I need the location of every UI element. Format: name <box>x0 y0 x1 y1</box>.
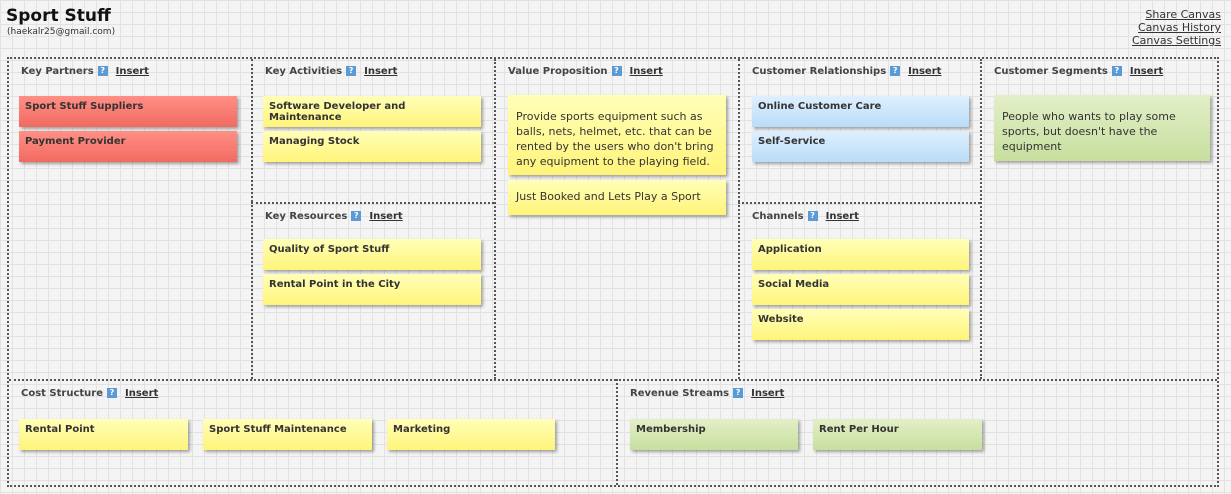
sticky-note[interactable]: Membership <box>630 419 798 450</box>
help-icon[interactable]: ? <box>807 211 818 221</box>
key-resources-header: Key Resources? Insert <box>265 211 403 222</box>
sticky-note[interactable]: Quality of Sport Stuff <box>263 239 481 270</box>
insert-link[interactable]: Insert <box>825 211 859 222</box>
sticky-note[interactable]: Rental Point <box>19 419 188 450</box>
sticky-note[interactable]: Online Customer Care <box>752 96 969 127</box>
sticky-note[interactable]: Application <box>752 239 969 270</box>
share-canvas-link[interactable]: Share Canvas <box>1145 8 1221 21</box>
sticky-note[interactable]: Just Booked and Lets Play a Sport <box>508 180 726 215</box>
cost-structure-section: Cost Structure? Insert Rental Point Sport… <box>9 379 616 485</box>
cost-structure-header: Cost Structure? Insert <box>21 388 158 399</box>
insert-link[interactable]: Insert <box>115 66 149 77</box>
sticky-note[interactable]: Social Media <box>752 274 969 305</box>
customer-relationships-header: Customer Relationships? Insert <box>752 66 941 77</box>
section-title: Value Proposition <box>508 66 608 77</box>
help-icon[interactable]: ? <box>107 388 117 398</box>
sticky-note[interactable]: Sport Stuff Maintenance <box>203 419 372 450</box>
help-icon[interactable]: ? <box>611 66 622 76</box>
customer-segments-header: Customer Segments? Insert <box>994 66 1163 77</box>
sticky-note[interactable]: Self-Service <box>752 131 969 162</box>
insert-link[interactable]: Insert <box>369 211 403 222</box>
help-icon[interactable]: ? <box>351 211 362 221</box>
sticky-note[interactable]: Provide sports equipment such as balls, … <box>508 95 726 175</box>
channels-header: Channels? Insert <box>752 211 859 222</box>
sticky-note[interactable]: Rent Per Hour <box>813 419 982 450</box>
insert-link[interactable]: Insert <box>1129 66 1164 77</box>
insert-link[interactable]: Insert <box>908 66 942 77</box>
insert-link[interactable]: Insert <box>125 388 159 399</box>
sticky-note[interactable]: Managing Stock <box>263 131 481 162</box>
section-title: Customer Segments <box>994 66 1108 77</box>
customer-segments-section: Customer Segments? Insert People who want… <box>980 59 1217 379</box>
key-resources-section: Key Resources? Insert Quality of Sport St… <box>251 202 494 379</box>
channels-section: Channels? Insert Application Social Media… <box>738 202 980 379</box>
section-title: Revenue Streams <box>630 388 730 399</box>
canvas-history-link[interactable]: Canvas History <box>1137 21 1221 34</box>
insert-link[interactable]: Insert <box>751 388 785 399</box>
section-title: Cost Structure <box>21 388 103 399</box>
value-proposition-section: Value Proposition? Insert Provide sports … <box>494 59 738 379</box>
canvas-title: Sport Stuff <box>6 6 111 26</box>
revenue-streams-section: Revenue Streams? Insert Membership Rent P… <box>616 379 1217 485</box>
insert-link[interactable]: Insert <box>364 66 398 77</box>
sticky-note[interactable]: Marketing <box>387 419 555 450</box>
sticky-note[interactable]: Payment Provider <box>19 131 237 162</box>
section-title: Key Resources <box>265 211 348 222</box>
help-icon[interactable]: ? <box>97 66 108 76</box>
key-partners-header: Key Partners? Insert <box>21 66 149 77</box>
insert-link[interactable]: Insert <box>629 66 663 77</box>
sticky-note[interactable]: People who wants to play some sports, bu… <box>994 95 1210 161</box>
help-icon[interactable]: ? <box>733 388 744 398</box>
canvas-settings-link[interactable]: Canvas Settings <box>1132 34 1221 47</box>
revenue-streams-header: Revenue Streams? Insert <box>630 388 784 399</box>
sticky-note[interactable]: Software Developer and Maintenance <box>263 96 481 127</box>
business-model-canvas: Key Partners? Insert Sport Stuff Supplier… <box>7 57 1219 487</box>
key-activities-header: Key Activities? Insert <box>265 66 397 77</box>
canvas-links: Share Canvas Canvas History Canvas Setti… <box>1132 8 1221 47</box>
help-icon[interactable]: ? <box>1111 66 1122 76</box>
sticky-note[interactable]: Website <box>752 309 969 340</box>
key-partners-section: Key Partners? Insert Sport Stuff Supplier… <box>9 59 251 379</box>
sticky-note[interactable]: Rental Point in the City <box>263 274 481 305</box>
value-proposition-header: Value Proposition? Insert <box>508 66 663 77</box>
help-icon[interactable]: ? <box>346 66 357 76</box>
section-title: Customer Relationships <box>752 66 887 77</box>
owner-email: (haekalr25@gmail.com) <box>7 27 116 37</box>
section-title: Key Partners <box>21 66 94 77</box>
section-title: Key Activities <box>265 66 343 77</box>
help-icon[interactable]: ? <box>890 66 901 76</box>
key-activities-section: Key Activities? Insert Software Developer… <box>251 59 494 202</box>
sticky-note[interactable]: Sport Stuff Suppliers <box>19 96 237 127</box>
customer-relationships-section: Customer Relationships? Insert Online Cus… <box>738 59 980 202</box>
section-title: Channels <box>752 211 804 222</box>
